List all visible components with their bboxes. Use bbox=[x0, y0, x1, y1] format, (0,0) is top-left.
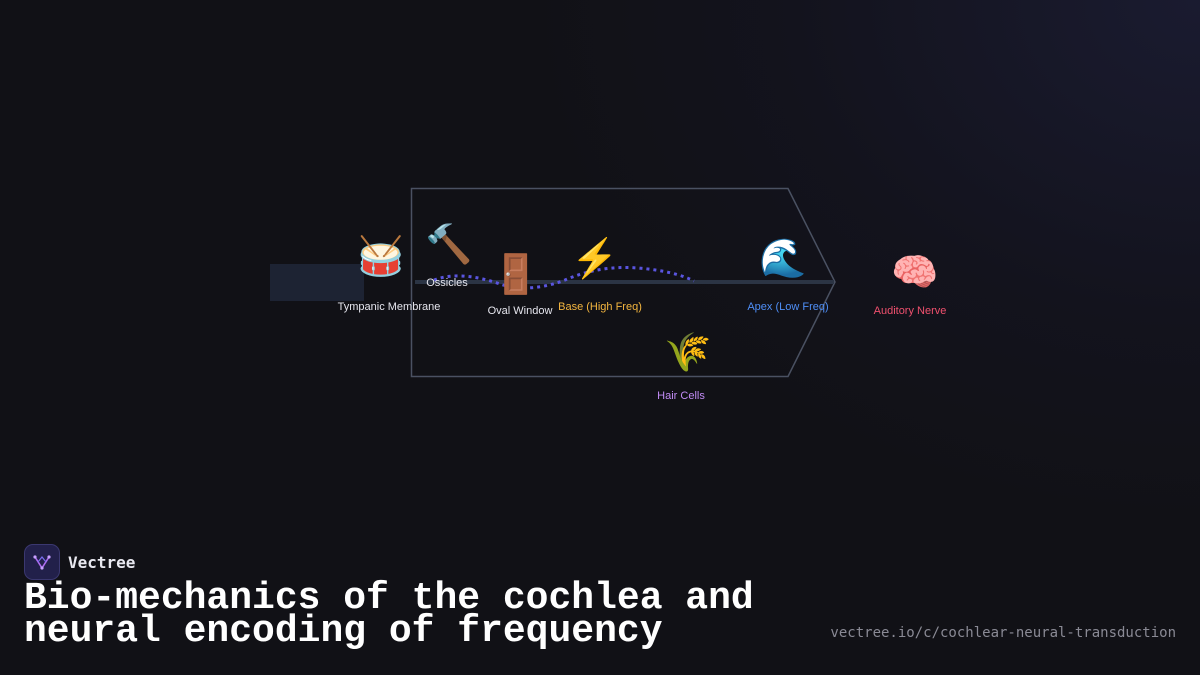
hammer-icon: 🔨 bbox=[425, 224, 473, 266]
brand-name: Vectree bbox=[68, 552, 136, 572]
wheat-icon: 🌾 bbox=[664, 332, 712, 374]
brand: Vectree bbox=[24, 544, 135, 580]
node-label-oval-window: Oval Window bbox=[487, 305, 553, 317]
node-label-ossicles: Ossicles bbox=[426, 277, 468, 289]
node-label-hair-cells: Hair Cells bbox=[657, 390, 705, 402]
node-label-base: Base (High Freq) bbox=[558, 301, 642, 313]
node-label-auditory-nerve: Auditory Nerve bbox=[873, 305, 947, 317]
node-label-apex: Apex (Low Freq) bbox=[747, 301, 829, 313]
lightning-icon: ⚡ bbox=[571, 238, 619, 280]
vectree-logo-icon bbox=[24, 544, 60, 580]
node-label-tympanic: Tympanic Membrane bbox=[337, 301, 441, 313]
page-title: Bio-mechanics of the cochlea and neural … bbox=[24, 577, 754, 653]
page-url[interactable]: vectree.io/c/cochlear-neural-transductio… bbox=[830, 625, 1176, 641]
ear-canal bbox=[270, 264, 364, 301]
cochlea-outline bbox=[410, 187, 836, 378]
brain-icon: 🧠 bbox=[891, 252, 939, 294]
wave-icon: 🌊 bbox=[759, 238, 807, 280]
traveling-wave bbox=[433, 266, 695, 290]
drum-icon: 🥁 bbox=[357, 236, 405, 278]
door-icon: 🚪 bbox=[492, 254, 540, 296]
